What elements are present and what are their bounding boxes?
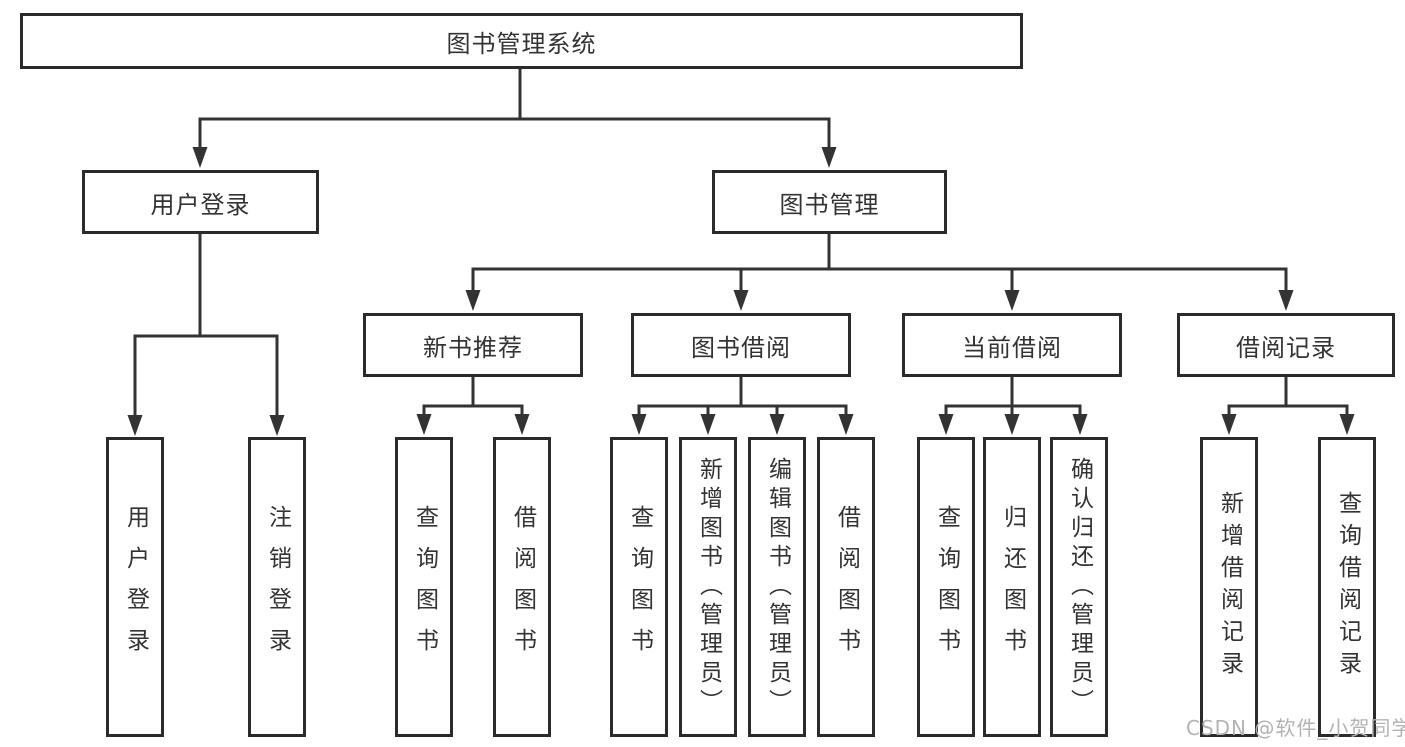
node-new-book-recommend-label: 新书推荐 <box>423 333 523 362</box>
node-new-book-recommend: 新书推荐 <box>363 313 583 377</box>
leaf-bb-borrow-books-label: 借阅图书 <box>833 505 860 669</box>
connector-group <box>127 64 1355 436</box>
leaf-nb-borrow-books: 借阅图书 <box>493 437 551 737</box>
node-user-login: 用户登录 <box>82 170 319 234</box>
leaf-cb-query-books-label: 查询图书 <box>933 505 960 669</box>
leaf-cb-confirm-return-admin-label: 确认归还（管理员） <box>1066 456 1093 718</box>
leaf-user-login-label: 用户登录 <box>122 505 149 669</box>
node-root-label: 图书管理系统 <box>446 29 597 58</box>
leaf-nb-query-books-label: 查询图书 <box>411 505 438 669</box>
csdn-watermark: CSDN @软件_小贺同学 <box>1186 716 1405 740</box>
leaf-br-query-record-label: 查询借阅记录 <box>1334 491 1361 683</box>
leaf-bb-edit-books-admin: 编辑图书（管理员） <box>748 437 806 737</box>
leaf-nb-query-books: 查询图书 <box>395 437 453 737</box>
node-book-borrow: 图书借阅 <box>631 313 851 377</box>
node-book-management-label: 图书管理 <box>779 190 880 219</box>
node-book-management: 图书管理 <box>712 170 947 234</box>
leaf-br-add-record: 新增借阅记录 <box>1200 437 1258 737</box>
leaf-bb-add-books-admin: 新增图书（管理员） <box>679 437 737 737</box>
leaf-br-add-record-label: 新增借阅记录 <box>1216 491 1243 683</box>
node-book-borrow-label: 图书借阅 <box>691 333 791 362</box>
leaf-logout: 注销登录 <box>248 437 306 737</box>
node-current-borrow: 当前借阅 <box>902 313 1122 377</box>
leaf-bb-add-books-admin-label: 新增图书（管理员） <box>695 456 722 718</box>
leaf-bb-query-books-label: 查询图书 <box>626 505 653 669</box>
leaf-cb-confirm-return-admin: 确认归还（管理员） <box>1050 437 1108 737</box>
node-borrow-records: 借阅记录 <box>1177 313 1395 377</box>
leaf-user-login: 用户登录 <box>106 437 164 737</box>
node-current-borrow-label: 当前借阅 <box>962 333 1062 362</box>
leaf-bb-edit-books-admin-label: 编辑图书（管理员） <box>764 456 791 718</box>
leaf-cb-return-books-label: 归还图书 <box>999 505 1026 669</box>
leaf-br-query-record: 查询借阅记录 <box>1318 437 1376 737</box>
leaf-bb-borrow-books: 借阅图书 <box>817 437 875 737</box>
leaf-nb-borrow-books-label: 借阅图书 <box>509 505 536 669</box>
leaf-logout-label: 注销登录 <box>264 505 291 669</box>
node-root: 图书管理系统 <box>20 13 1023 69</box>
node-user-login-label: 用户登录 <box>150 190 251 219</box>
leaf-cb-query-books: 查询图书 <box>917 437 975 737</box>
leaf-bb-query-books: 查询图书 <box>610 437 668 737</box>
node-borrow-records-label: 借阅记录 <box>1236 333 1336 362</box>
leaf-cb-return-books: 归还图书 <box>983 437 1041 737</box>
